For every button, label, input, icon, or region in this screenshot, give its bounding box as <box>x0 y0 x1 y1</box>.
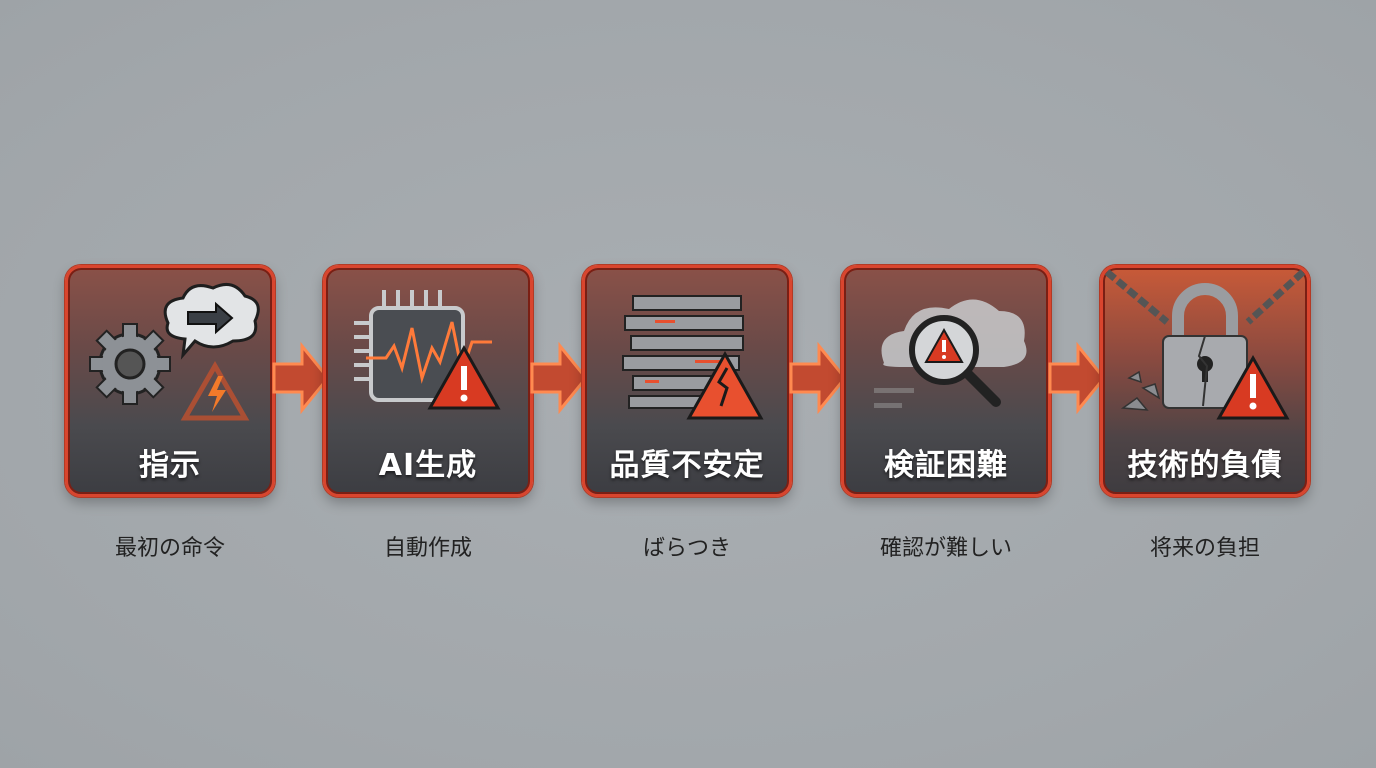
arrow-right-icon <box>530 341 588 415</box>
step-title: 技術的負債 <box>1127 448 1283 483</box>
step-caption: 最初の命令 <box>114 536 225 561</box>
step-caption: 確認が難しい <box>879 536 1012 561</box>
chip-waveform-icon <box>354 290 501 410</box>
arrow-right-icon <box>272 341 330 415</box>
gear-speech-bubble-icon <box>89 282 260 421</box>
arrow-right-icon <box>789 341 847 415</box>
step-caption: 自動作成 <box>383 536 472 561</box>
glitch-bars-icon <box>622 295 764 420</box>
step-title: AI生成 <box>378 448 478 483</box>
step-card-verification-difficulty: 検証困難 <box>841 265 1051 497</box>
broken-padlock-chains-icon <box>1104 269 1306 420</box>
step-title: 品質不安定 <box>609 448 765 483</box>
step-card-instruction: 指示 <box>65 265 275 497</box>
step-title: 指示 <box>139 448 201 483</box>
cloud-magnifier-icon <box>874 299 1027 408</box>
step-caption: 将来の負担 <box>1149 536 1260 561</box>
step-card-technical-debt: 技術的負債 <box>1100 265 1310 497</box>
step-title: 検証困難 <box>884 448 1008 483</box>
step-card-ai-generation: AI生成 <box>323 265 533 497</box>
step-card-quality-instability: 品質不安定 <box>582 265 792 497</box>
arrow-right-icon <box>1048 341 1106 415</box>
step-caption: ばらつき <box>642 536 731 561</box>
